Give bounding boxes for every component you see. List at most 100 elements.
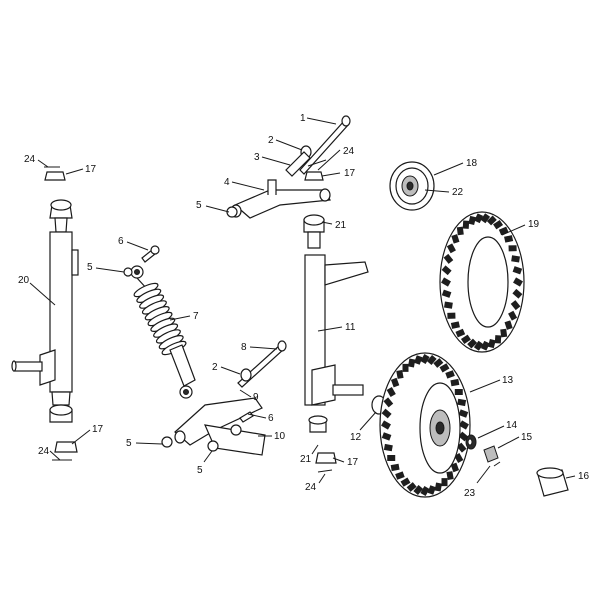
tread-block bbox=[396, 369, 404, 379]
tread-block bbox=[446, 471, 454, 481]
callout-24-lower-left: 24 bbox=[38, 446, 50, 457]
tread-block bbox=[493, 219, 504, 230]
tread-block bbox=[390, 463, 400, 472]
callout-17-lower-left: 17 bbox=[92, 424, 104, 435]
tread-block bbox=[512, 266, 523, 275]
upper-arm-sleeve bbox=[285, 151, 311, 177]
tread-block bbox=[387, 454, 396, 462]
callout-2-lower: 2 bbox=[212, 362, 218, 373]
tread-block bbox=[500, 328, 508, 338]
tread-block bbox=[383, 443, 393, 452]
tread-block bbox=[443, 253, 454, 264]
hub-washer-hole bbox=[467, 438, 473, 446]
callout-17-lower-right: 17 bbox=[347, 457, 359, 468]
tread-block bbox=[462, 220, 470, 229]
lower-arm-pivot bbox=[230, 424, 242, 436]
left-knuckle-assembly bbox=[11, 166, 79, 461]
upper-a-arm-frame bbox=[233, 189, 331, 219]
callout-4: 4 bbox=[224, 177, 230, 188]
tread-block bbox=[504, 320, 513, 330]
upper-arm-pivot bbox=[267, 179, 277, 195]
callout-12: 12 bbox=[350, 432, 362, 443]
shock-top-eye-hole bbox=[134, 269, 140, 275]
callout-16: 16 bbox=[578, 471, 590, 482]
lower-ball-joint-right-cap bbox=[308, 415, 328, 425]
tread-block bbox=[383, 397, 394, 408]
lower-arm-nut-right bbox=[207, 440, 219, 452]
hub-cap-top bbox=[536, 467, 564, 479]
tread-block bbox=[455, 328, 466, 338]
wheel-assembly-lower bbox=[379, 352, 471, 498]
tread-block bbox=[504, 235, 514, 243]
castle-nut-upper-right bbox=[304, 171, 324, 181]
tread-block bbox=[458, 431, 469, 442]
cotter-pin-lower-right bbox=[317, 469, 333, 473]
tire-upper-inner bbox=[467, 236, 509, 328]
tread-block bbox=[433, 358, 444, 368]
callout-21-upper: 21 bbox=[335, 220, 347, 231]
lower-a-arm-frame bbox=[174, 397, 263, 446]
tread-block bbox=[487, 338, 496, 349]
tread-block bbox=[414, 355, 423, 365]
callout-15: 15 bbox=[521, 432, 533, 443]
lower-arm-bushing-left bbox=[174, 430, 186, 444]
shock-absorber bbox=[123, 245, 196, 399]
callout-9: 9 bbox=[253, 392, 259, 403]
tread-block bbox=[447, 312, 456, 319]
tread-block bbox=[486, 215, 497, 226]
pivot-bolt-head bbox=[341, 115, 351, 127]
callout-5-lower-left: 5 bbox=[126, 438, 132, 449]
tread-block bbox=[434, 482, 442, 492]
tread-block bbox=[454, 388, 463, 396]
callout-18: 18 bbox=[466, 158, 478, 169]
wheel-rim bbox=[389, 161, 435, 211]
tread-block bbox=[458, 409, 469, 418]
tread-block bbox=[451, 234, 460, 244]
callout-20: 20 bbox=[18, 275, 30, 286]
right-knuckle-assembly bbox=[303, 214, 387, 473]
callout-7: 7 bbox=[193, 311, 199, 322]
lower-arm-washer bbox=[240, 368, 252, 382]
tread-block bbox=[450, 321, 460, 329]
tread-block bbox=[474, 213, 484, 224]
callout-21-lower: 21 bbox=[300, 454, 312, 465]
knuckle-side-plate bbox=[71, 249, 79, 276]
tread-block bbox=[468, 215, 477, 226]
upper-arm-bushing-right bbox=[319, 188, 331, 202]
callout-17-upper-left: 17 bbox=[85, 164, 97, 175]
tread-block bbox=[381, 408, 392, 419]
callout-14: 14 bbox=[506, 420, 518, 431]
tread-block bbox=[441, 265, 452, 276]
spindle-end bbox=[11, 360, 17, 372]
castle-nut-top-left bbox=[44, 171, 66, 181]
callout-5-upper-arm: 5 bbox=[196, 200, 202, 211]
callout-24-upper-left: 24 bbox=[24, 154, 36, 165]
ball-joint-cap bbox=[50, 199, 72, 211]
right-ball-joint-neck bbox=[307, 231, 321, 249]
tread-block bbox=[446, 243, 456, 254]
tread-block bbox=[427, 485, 436, 495]
callout-3: 3 bbox=[254, 152, 260, 163]
callout-23: 23 bbox=[464, 488, 476, 499]
callout-6-upper: 6 bbox=[118, 236, 124, 247]
callout-22: 22 bbox=[452, 187, 464, 198]
tire-upper bbox=[439, 211, 525, 353]
tread-block bbox=[480, 340, 490, 351]
tread-block bbox=[512, 288, 523, 299]
tread-block bbox=[457, 398, 467, 407]
tread-block bbox=[400, 477, 411, 487]
tread-block bbox=[420, 354, 430, 364]
tread-block bbox=[390, 377, 400, 388]
tread-block bbox=[480, 213, 491, 224]
tread-block bbox=[395, 471, 405, 480]
tread-block bbox=[456, 226, 464, 236]
right-spindle bbox=[332, 384, 364, 396]
callout-labels: 1 2 3 4 5 24 17 21 17 24 20 6 5 7 8 2 9 … bbox=[18, 113, 590, 499]
tread-block bbox=[406, 482, 417, 492]
shock-spring bbox=[133, 282, 187, 356]
tread-block bbox=[420, 486, 430, 496]
left-spindle bbox=[13, 361, 43, 372]
callout-1: 1 bbox=[300, 113, 306, 124]
castle-nut-bottom-left bbox=[54, 441, 78, 453]
